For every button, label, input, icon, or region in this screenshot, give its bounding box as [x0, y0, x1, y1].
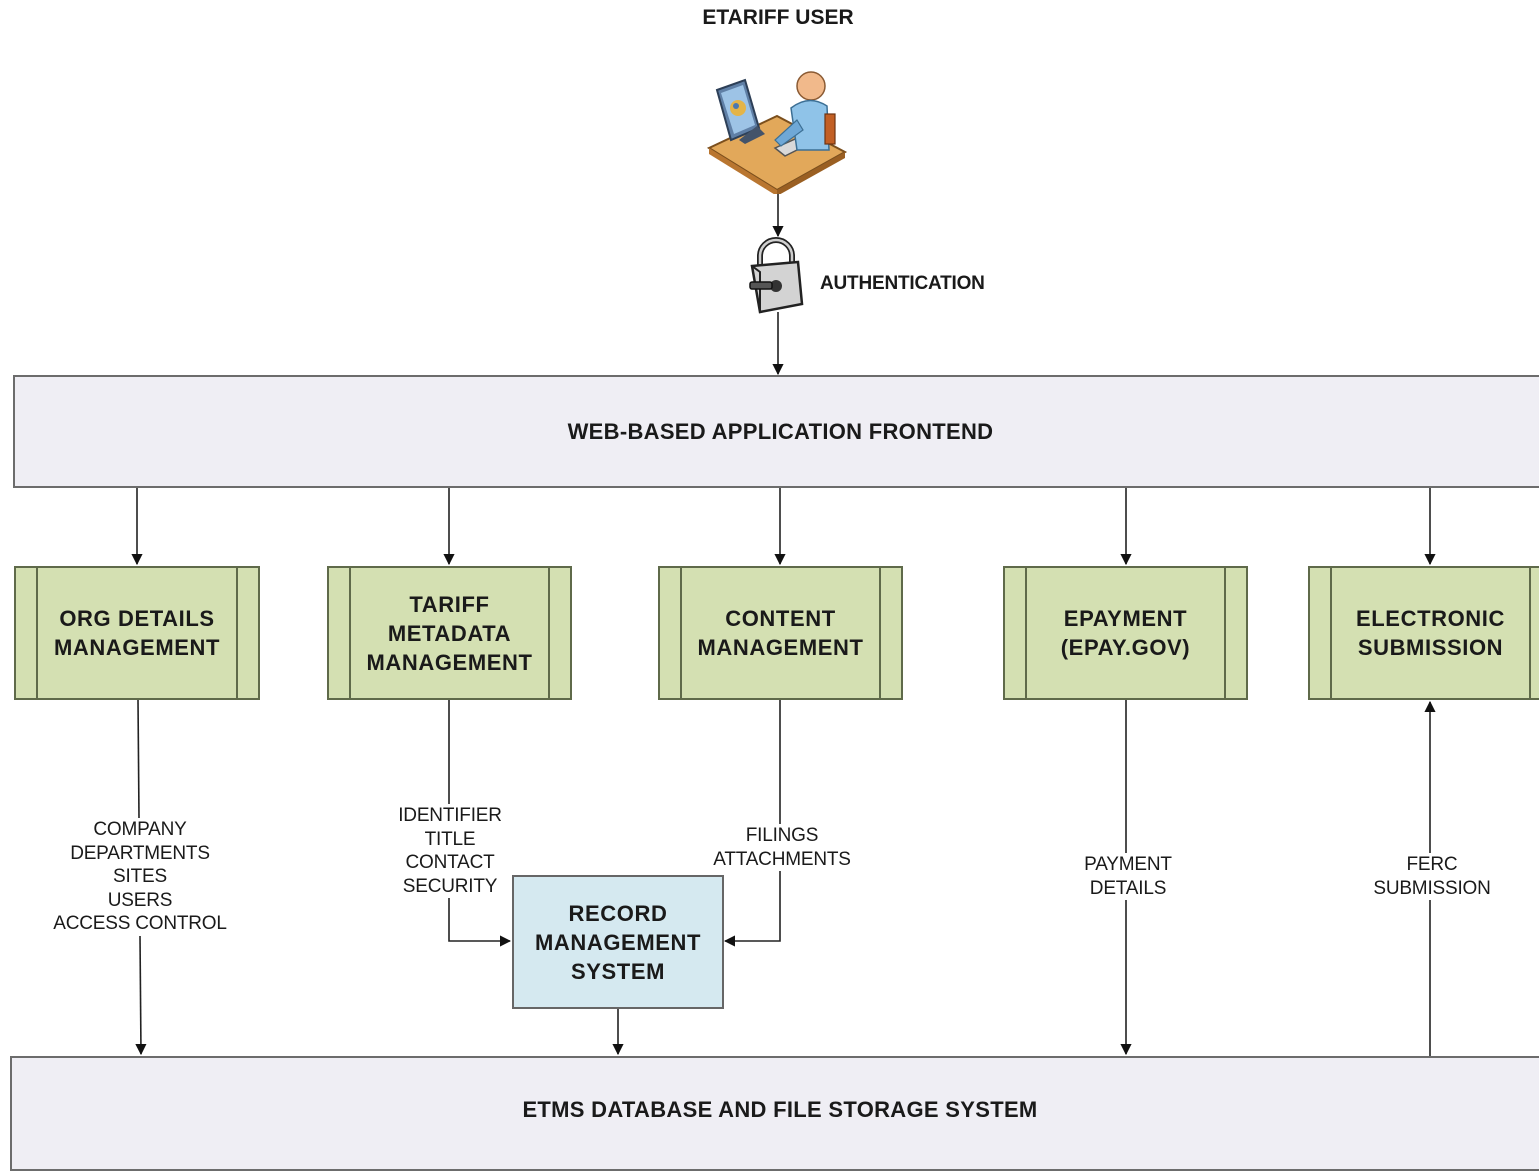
tariff-to-record-arrow: [448, 700, 512, 947]
authentication-label: AUTHENTICATION: [820, 272, 985, 296]
content-flow-label: FILINGS ATTACHMENTS: [700, 824, 864, 871]
content-to-record-arrow: [723, 700, 781, 947]
content-management-box: CONTENT MANAGEMENT: [658, 566, 903, 700]
org-details-management-box: ORG DETAILS MANAGEMENT: [14, 566, 260, 700]
record-management-system-box: RECORD MANAGEMENT SYSTEM: [512, 875, 724, 1009]
content-management-label: CONTENT MANAGEMENT: [697, 606, 864, 660]
tariff-flow-label: IDENTIFIER TITLE CONTACT SECURITY: [383, 804, 517, 898]
diagram-title: ETARIFF USER: [702, 6, 854, 29]
org-flow-label: COMPANY DEPARTMENTS SITES USERS ACCESS C…: [38, 818, 242, 936]
submission-flow-label: FERC SUBMISSION: [1360, 853, 1504, 900]
user-at-computer-icon: [706, 71, 848, 194]
epayment-label: EPAYMENT (EPAY.GOV): [1060, 606, 1191, 660]
tariff-metadata-management-box: TARIFF METADATA MANAGEMENT: [327, 566, 572, 700]
epayment-flow-label: PAYMENT DETAILS: [1066, 853, 1190, 900]
org-details-management-label: ORG DETAILS MANAGEMENT: [53, 606, 221, 660]
web-frontend-box: WEB-BASED APPLICATION FRONTEND: [13, 375, 1539, 488]
tariff-metadata-management-label: TARIFF METADATA MANAGEMENT: [366, 591, 533, 675]
etms-database-box: ETMS DATABASE AND FILE STORAGE SYSTEM: [10, 1056, 1539, 1171]
padlock-icon: [749, 237, 804, 314]
electronic-submission-label: ELECTRONIC SUBMISSION: [1356, 606, 1505, 660]
electronic-submission-box: ELECTRONIC SUBMISSION: [1308, 566, 1539, 700]
epayment-box: EPAYMENT (EPAY.GOV): [1003, 566, 1248, 700]
record-management-system-label: RECORD MANAGEMENT SYSTEM: [534, 900, 702, 984]
